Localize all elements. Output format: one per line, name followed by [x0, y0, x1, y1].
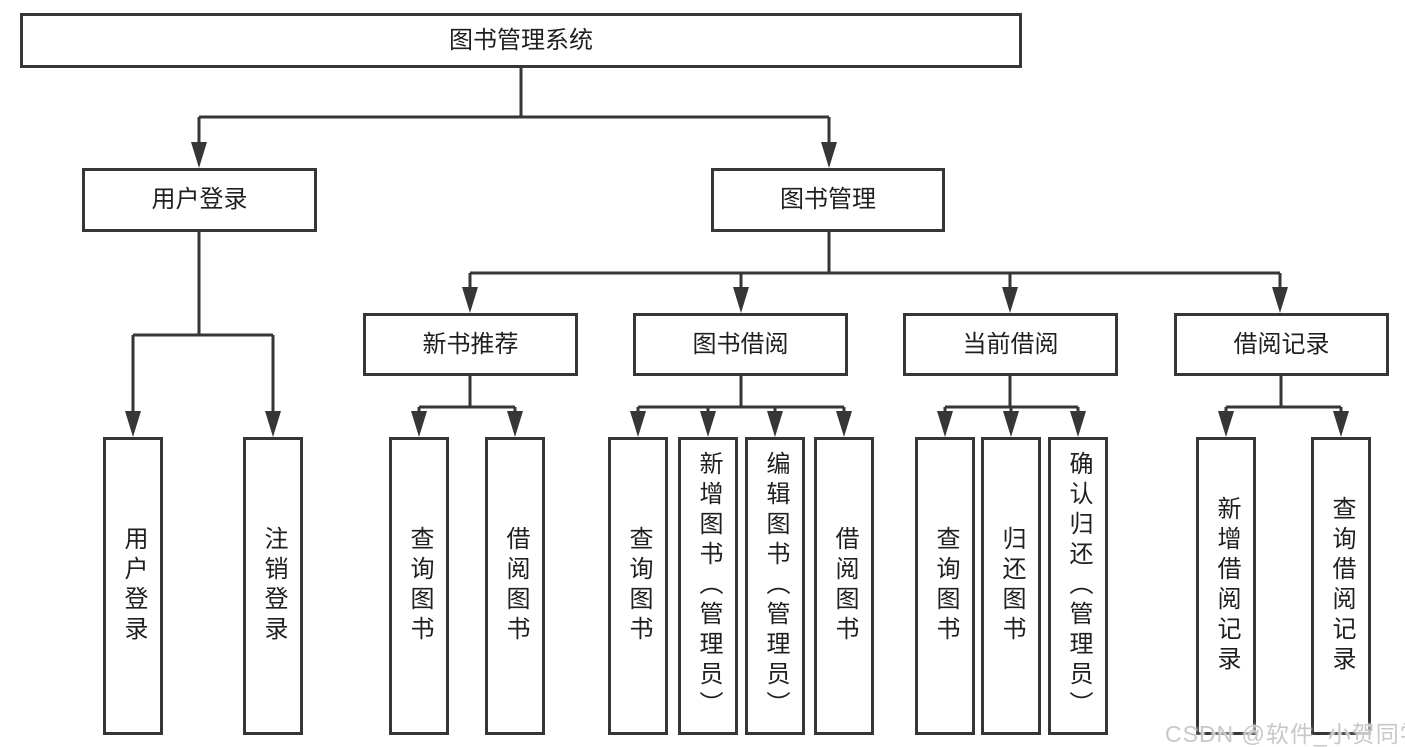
leaf-logout-login: 注销登录 — [243, 437, 303, 735]
node-library-management-system: 图书管理系统 — [20, 13, 1022, 68]
node-new-book-recommendation: 新书推荐 — [363, 313, 578, 376]
leaf-query-borrow-record: 查询借阅记录 — [1311, 437, 1371, 735]
leaf-confirm-return-admin: 确认归还（管理员） — [1048, 437, 1108, 735]
arrowheads — [125, 142, 1349, 437]
node-book-borrowing: 图书借阅 — [633, 313, 848, 376]
leaf-edit-books-admin: 编辑图书（管理员） — [745, 437, 805, 735]
node-user-login: 用户登录 — [82, 168, 317, 232]
leaf-query-books: 查询图书 — [608, 437, 668, 735]
watermark: CSDN @软件_小贺同学 — [1165, 721, 1405, 747]
leaf-borrow-books: 借阅图书 — [814, 437, 874, 735]
leaf-query-books: 查询图书 — [915, 437, 975, 735]
leaf-borrow-books: 借阅图书 — [485, 437, 545, 735]
node-borrowing-records: 借阅记录 — [1174, 313, 1389, 376]
leaf-return-books: 归还图书 — [981, 437, 1041, 735]
node-current-borrowing: 当前借阅 — [903, 313, 1118, 376]
leaf-query-books: 查询图书 — [389, 437, 449, 735]
leaf-add-books-admin: 新增图书（管理员） — [678, 437, 738, 735]
leaf-user-login: 用户登录 — [103, 437, 163, 735]
node-book-management: 图书管理 — [711, 168, 945, 232]
leaf-add-borrow-record: 新增借阅记录 — [1196, 437, 1256, 735]
